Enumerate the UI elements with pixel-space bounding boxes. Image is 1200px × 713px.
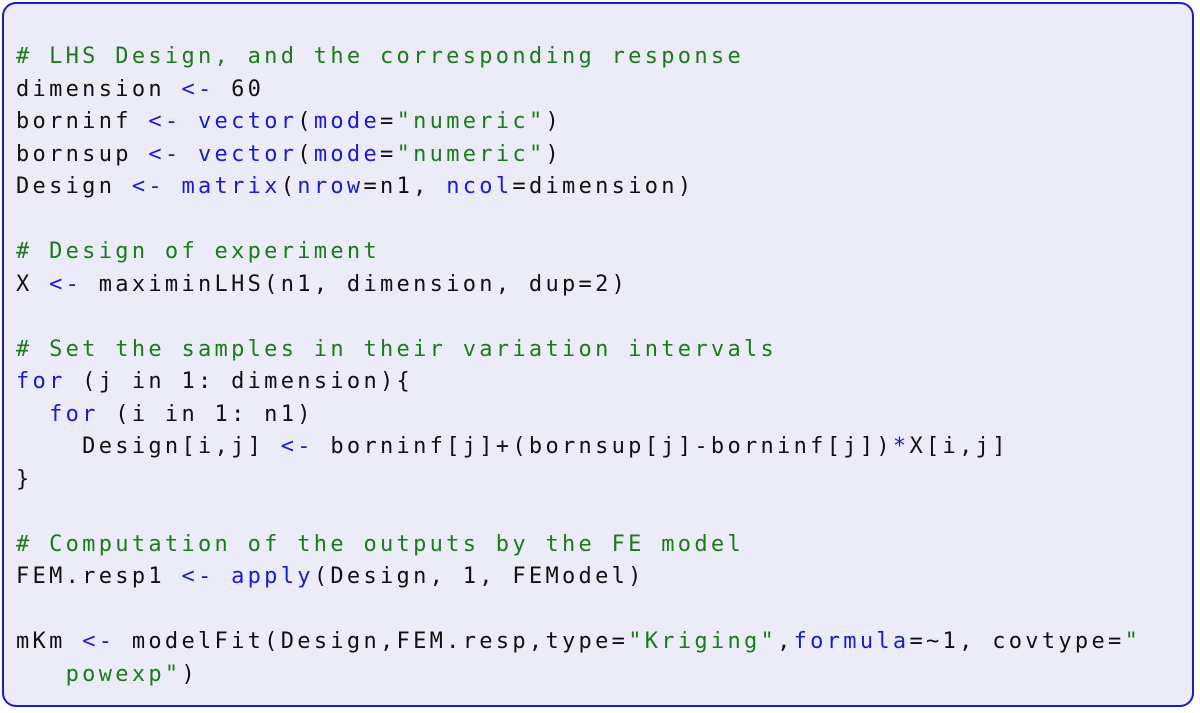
code-token-plain: X (16, 271, 50, 297)
code-token-plain: borninf[j]+(bornsup[j]-borninf[j]) (313, 434, 893, 459)
code-token-plain: maximinLHS(n1, dimension, dup=2) (82, 271, 629, 297)
code-token-plain: Design (16, 174, 132, 199)
code-line: } (16, 464, 1141, 497)
code-token-plain: =~1, covtype= (909, 629, 1125, 654)
code-token-operator: <- (148, 109, 182, 134)
code-token-plain: bornsup (16, 141, 149, 167)
code-token-plain: Design[i,j] (16, 434, 281, 459)
code-token-plain (181, 142, 198, 167)
blank-line (16, 301, 1141, 334)
code-token-string: "numeric" (396, 141, 546, 167)
code-token-string: powexp (65, 661, 165, 687)
code-token-operator: <- (181, 564, 215, 589)
code-line: FEM.resp1 <- apply(Design, 1, FEModel) (16, 561, 1141, 594)
code-line: powexp") (16, 659, 1141, 692)
code-line: Design[i,j] <- borninf[j]+(bornsup[j]-bo… (16, 431, 1141, 464)
code-token-plain: , (777, 629, 794, 654)
code-token-plain: = (380, 141, 397, 167)
code-token-plain (215, 564, 232, 589)
code-token-operator: <- (181, 76, 215, 102)
code-token-operator: <- (148, 141, 182, 167)
code-token-plain: = (380, 109, 397, 134)
code-token-string: " (1124, 629, 1142, 654)
code-token-keyword: ncol (446, 174, 513, 199)
code-token-plain: =dimension) (512, 174, 695, 199)
code-token-keyword: vector (198, 109, 298, 134)
code-token-operator: <- (280, 434, 314, 459)
code-token-comment: # Design of experiment (16, 239, 380, 264)
code-token-string: "Kriging" (628, 629, 778, 654)
code-token-keyword: apply (231, 564, 314, 589)
code-token-plain: (Design, 1, FEModel) (313, 564, 645, 589)
code-token-plain: 60 (214, 76, 265, 102)
code-line: for (j in 1: dimension){ (16, 366, 1141, 399)
code-line: # Design of experiment (16, 236, 1141, 269)
code-token-plain (181, 109, 198, 134)
code-token-keyword: nrow (297, 174, 364, 199)
code-token-plain: =n1, (363, 174, 447, 199)
code-line: dimension <- 60 (16, 74, 1141, 107)
code-token-comment: # Set the samples in their variation int… (16, 336, 778, 362)
code-token-operator: <- (49, 271, 83, 297)
code-listing: # LHS Design, and the corresponding resp… (16, 41, 1141, 691)
code-token-plain: modelFit(Design,FEM.resp,type= (115, 629, 629, 654)
code-token-plain: ( (297, 109, 314, 134)
code-token-plain: (j in 1: dimension){ (65, 369, 414, 394)
code-token-string: " (164, 661, 182, 687)
blank-line (16, 594, 1141, 627)
code-line: # LHS Design, and the corresponding resp… (16, 41, 1141, 74)
code-token-keyword: mode (313, 109, 381, 134)
code-token-plain: (i in 1: n1) (98, 401, 314, 427)
code-line: X <- maximinLHS(n1, dimension, dup=2) (16, 269, 1141, 302)
code-line: bornsup <- vector(mode="numeric") (16, 139, 1141, 172)
code-line: Design <- matrix(nrow=n1, ncol=dimension… (16, 171, 1141, 204)
code-token-plain: } (16, 466, 33, 492)
code-token-operator: * (892, 434, 910, 459)
code-token-plain: ) (545, 141, 563, 167)
code-token-operator: <- (82, 629, 116, 654)
code-token-plain: borninf (16, 109, 149, 134)
code-token-keyword: mode (313, 141, 381, 167)
code-token-keyword: vector (198, 141, 298, 167)
code-token-comment: # LHS Design, and the corresponding resp… (16, 44, 744, 69)
code-token-plain: mKm (16, 629, 83, 654)
code-token-plain: ( (297, 141, 314, 167)
code-token-plain: dimension (16, 76, 182, 102)
code-token-plain: ) (181, 661, 199, 687)
code-token-string: "numeric" (396, 109, 546, 134)
code-token-plain (16, 402, 49, 427)
blank-line (16, 204, 1141, 237)
code-token-keyword: formula (793, 629, 910, 654)
code-line: # Computation of the outputs by the FE m… (16, 529, 1141, 562)
code-token-comment: # Computation of the outputs by the FE m… (16, 531, 744, 557)
code-token-operator: <- (131, 174, 165, 199)
code-token-plain (16, 662, 66, 687)
code-line: # Set the samples in their variation int… (16, 334, 1141, 367)
code-line: for (i in 1: n1) (16, 399, 1141, 432)
code-line: borninf <- vector(mode="numeric") (16, 106, 1141, 139)
code-token-keyword: matrix (181, 174, 281, 199)
blank-line (16, 496, 1141, 529)
code-token-plain: ( (280, 174, 298, 199)
code-token-keyword: for (16, 369, 66, 394)
code-token-keyword: for (49, 401, 99, 427)
code-token-plain: ) (545, 109, 563, 134)
code-token-plain: X[i,j] (909, 434, 1009, 459)
code-token-plain: FEM.resp1 (16, 564, 182, 589)
code-token-plain (165, 174, 182, 199)
code-line: mKm <- modelFit(Design,FEM.resp,type="Kr… (16, 626, 1141, 659)
